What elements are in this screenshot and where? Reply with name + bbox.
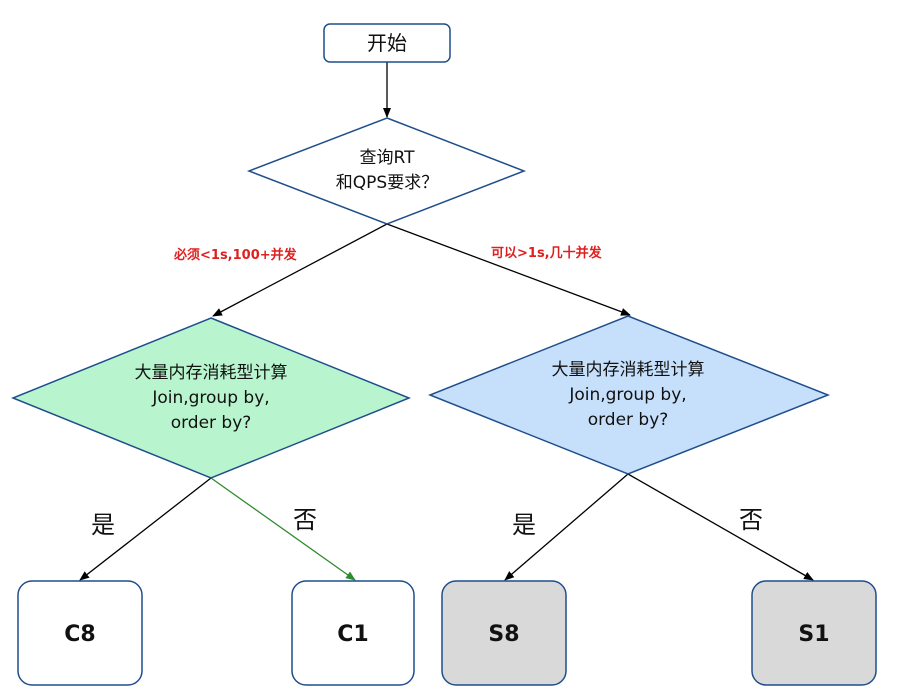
edge-left-no-c1 [210,477,356,581]
decision-left-line2: Join,group by, [151,388,269,408]
edge-left-yes-c8 [79,477,212,581]
leaf-c8: C8 [17,580,143,686]
edge-decision-to-left [212,223,388,317]
decision-rt-line1: 查询RT [360,148,416,168]
decision-right-line1: 大量内存消耗型计算 [552,360,705,380]
left-no-label: 否 [293,506,317,534]
edge-right-yes-s8 [504,473,629,581]
decision-left-line1: 大量内存消耗型计算 [135,363,288,383]
branch-right-label: 可以>1s,几十并发 [491,245,603,261]
start-node: 开始 [323,23,451,63]
leaf-s1: S1 [751,580,877,686]
start-label: 开始 [367,31,407,55]
leaf-c8-label: C8 [64,622,95,647]
decision-rt-line2: 和QPS要求？ [336,173,438,193]
decision-right-line2: Join,group by, [568,385,686,405]
right-no-label: 否 [739,506,763,534]
leaf-s8: S8 [441,580,567,686]
right-yes-label: 是 [512,511,536,539]
decision-right-memory: 大量内存消耗型计算 Join,group by, order by? [427,315,831,475]
decision-rt-qps: 查询RT 和QPS要求？ [246,117,527,225]
leaf-s1-label: S1 [798,622,829,647]
left-yes-label: 是 [91,511,115,539]
branch-left-label: 必须<1s,100+并发 [173,247,298,263]
leaf-c1: C1 [291,580,415,686]
decision-left-memory: 大量内存消耗型计算 Join,group by, order by? [10,317,412,479]
leaf-c1-label: C1 [337,622,368,647]
decision-left-line3: order by? [171,413,252,433]
edge-decision-to-right [386,223,631,316]
leaf-s8-label: S8 [488,622,519,647]
edge-right-no-s1 [627,473,814,581]
decision-right-line3: order by? [588,410,669,430]
